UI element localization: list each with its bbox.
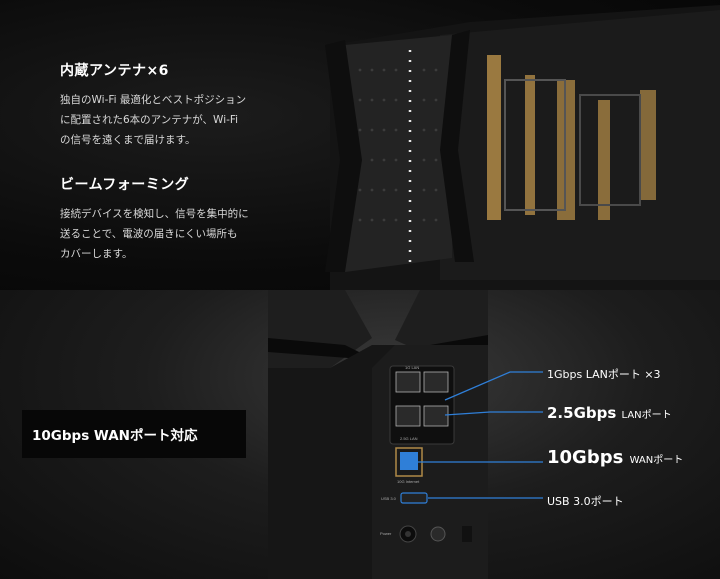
port-label-lan-top: 1G LAN xyxy=(405,365,419,370)
callout-line xyxy=(444,411,543,416)
callout-1g-lan-text: 1Gbps LANポート ×3 xyxy=(547,368,661,381)
antenna-description: 独自のWi-Fi 最適化とベストポジション に配置された6本のアンテナが、Wi-… xyxy=(60,94,247,146)
wan-support-banner: 10Gbps WANポート対応 xyxy=(22,410,246,458)
lan-port xyxy=(395,371,421,393)
lan-port xyxy=(423,371,449,393)
usb-port xyxy=(400,492,428,504)
callout-usb: USB 3.0ポート xyxy=(547,493,624,509)
front-grille xyxy=(345,35,452,272)
callout-10g-wan-sub: WANポート xyxy=(629,455,684,466)
port-label-power: Power xyxy=(380,531,392,536)
wan-port-jack xyxy=(400,452,418,470)
lan-port xyxy=(423,405,449,427)
callout-10g-wan: 10Gbps WANポート xyxy=(547,447,683,468)
antenna-frame xyxy=(525,75,535,215)
router-top-view xyxy=(325,5,720,290)
router-back-view: 1G LAN 2.5G LAN 10G Internet USB 3.0 Pow… xyxy=(268,290,543,579)
callout-2-5g-lan: 2.5Gbps LANポート xyxy=(547,404,672,422)
antenna-feature: 内蔵アンテナ×6 独自のWi-Fi 最適化とベストポジション に配置された6本の… xyxy=(60,60,246,150)
antenna-frame xyxy=(640,90,656,200)
port-label-lan-bottom: 2.5G LAN xyxy=(400,436,418,441)
callout-line xyxy=(444,371,543,401)
side-frame xyxy=(325,40,362,272)
port-label-wan: 10G Internet xyxy=(397,479,420,484)
port-label-usb: USB 3.0 xyxy=(381,496,397,501)
lan-port xyxy=(395,405,421,427)
power-button xyxy=(430,526,446,542)
callout-2-5g-lan-sub: LANポート xyxy=(621,410,672,421)
beamforming-feature: ビームフォーミング 接続デバイスを検知し、信号を集中的に 送ることで、電波の届き… xyxy=(60,174,249,264)
callout-usb-text: USB 3.0ポート xyxy=(547,495,624,508)
antenna-frame xyxy=(487,55,501,220)
antenna-title: 内蔵アンテナ×6 xyxy=(60,63,169,79)
antenna-frame xyxy=(598,100,610,220)
callout-1g-lan: 1Gbps LANポート ×3 xyxy=(547,366,661,382)
callout-10g-wan-main: 10Gbps xyxy=(547,447,624,468)
beamforming-title: ビームフォーミング xyxy=(60,177,190,193)
callout-2-5g-lan-main: 2.5Gbps xyxy=(547,404,617,422)
beamforming-description: 接続デバイスを検知し、信号を集中的に 送ることで、電波の届きにくい場所も カバー… xyxy=(60,208,249,260)
